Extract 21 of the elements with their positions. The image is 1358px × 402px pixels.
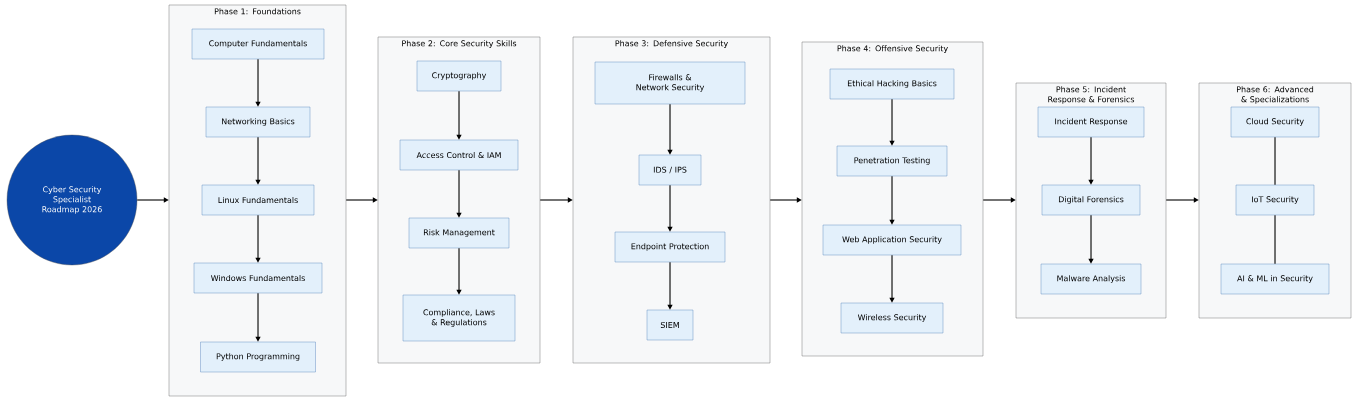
- arrow: [456, 247, 462, 295]
- arrow: [1165, 197, 1199, 203]
- arrow: [889, 254, 895, 303]
- arrow: [255, 136, 261, 185]
- arrow: [667, 261, 673, 310]
- arrow: [1088, 136, 1094, 185]
- arrow: [345, 197, 378, 203]
- arrow: [1088, 214, 1094, 264]
- arrow: [456, 90, 462, 140]
- arrow: [982, 197, 1016, 203]
- arrow: [667, 103, 673, 155]
- arrow: [539, 197, 573, 203]
- arrow: [255, 58, 261, 107]
- arrow: [769, 197, 802, 203]
- arrow: [255, 292, 261, 342]
- arrow: [136, 197, 169, 203]
- arrow: [456, 169, 462, 218]
- arrow: [667, 184, 673, 232]
- arrow: [889, 175, 895, 225]
- arrow: [889, 98, 895, 146]
- arrow: [255, 214, 261, 263]
